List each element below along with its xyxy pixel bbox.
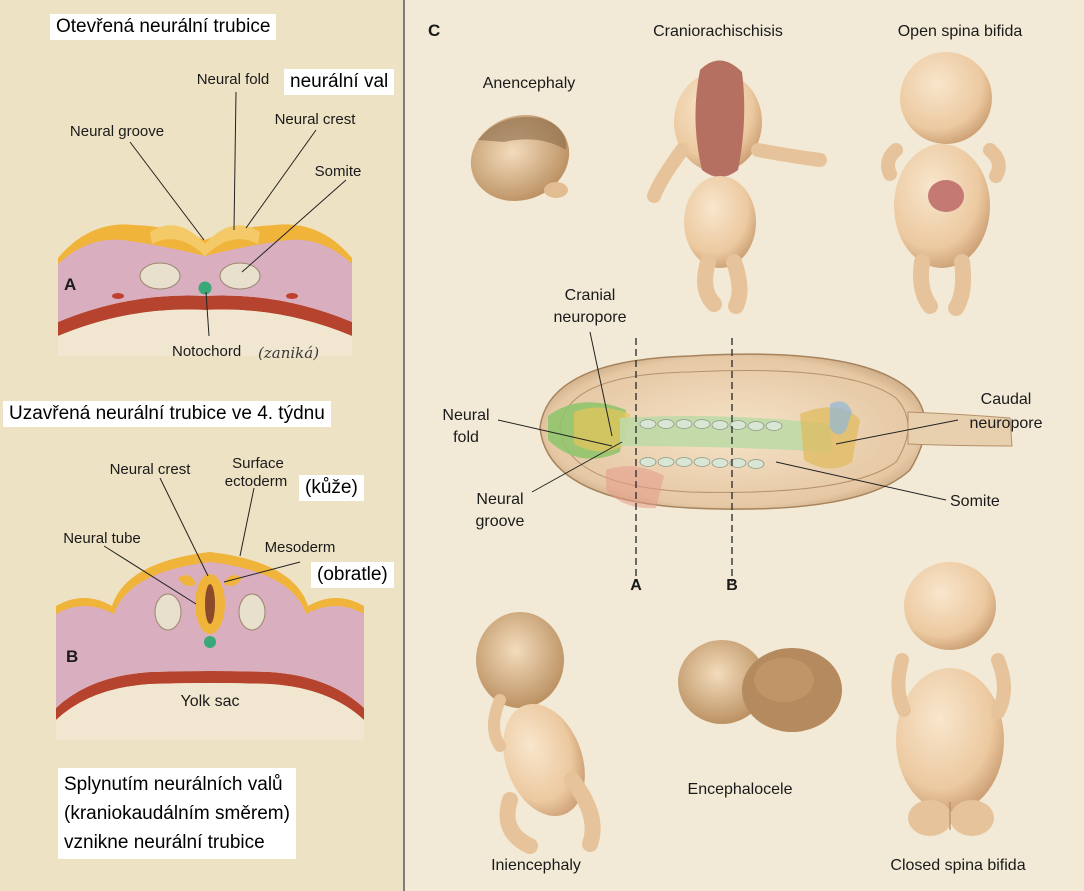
label-cranial: Cranial [565,287,616,304]
somite-right-b [239,594,265,630]
label-surface-b: Surface [232,455,284,472]
label-somite-a: Somite [315,163,362,180]
fusion-note-line-1: Splynutím neurálních valů [64,770,290,799]
panel-letter-c: C [428,21,440,40]
label-neural-c: Neural [442,407,489,424]
vessel-left-a [112,293,124,299]
closed-tube-title: Uzavřená neurální trubice ve 4. týdnu [3,401,331,427]
kuze-label: (kůže) [299,475,364,501]
label-open-spina-bifida: Open spina bifida [898,23,1023,40]
notochord-b [204,636,216,648]
label-closed-spina-bifida: Closed spina bifida [890,857,1025,874]
left-panel-background [0,0,404,891]
somite-left-a [140,263,180,289]
label-ectoderm-b: ectoderm [225,473,288,490]
label-somite-c: Somite [950,493,1000,510]
label-neural-tube-b: Neural tube [63,530,141,547]
fusion-note-line-2: (kraniokaudálním směrem) [64,799,290,828]
somite-left-b [155,594,181,630]
panel-letter-b: B [66,647,78,666]
label-craniorachischisis: Craniorachischisis [653,23,783,40]
label-mesoderm-b: Mesoderm [265,539,336,556]
label-neuropore-cranial: neuropore [554,309,627,326]
panel-letter-a: A [64,275,76,294]
neural-tube-lumen-b [205,584,215,624]
label-caudal: Caudal [981,391,1032,408]
spina-bifida-lesion [928,180,964,212]
label-neural-crest-b: Neural crest [110,461,192,478]
label-neural-groove-a: Neural groove [70,123,164,140]
label-neural-crest-a: Neural crest [275,111,357,128]
label-neural-fold-a: Neural fold [197,71,270,88]
neural-val-label: neurální val [284,69,394,95]
fusion-note: Splynutím neurálních valů (kraniokaudáln… [58,768,296,859]
section-letter-a: A [630,577,642,594]
label-encephalocele: Encephalocele [688,781,793,798]
fusion-note-line-3: vznikne neurální trubice [64,828,290,857]
label-neuropore-caudal: neuropore [970,415,1043,432]
vessel-right-a [286,293,298,299]
label-neural-groove-c-2: groove [476,513,525,530]
notochord-a [199,282,212,295]
obratle-label: (obratle) [311,562,394,588]
section-letter-b: B [726,577,738,594]
open-tube-title: Otevřená neurální trubice [50,14,276,40]
label-neural-groove-c-1: Neural [476,491,523,508]
label-yolk-sac-b: Yolk sac [181,693,240,710]
label-iniencephaly: Iniencephaly [491,857,581,874]
label-anencephaly: Anencephaly [483,75,576,92]
somite-right-a [220,263,260,289]
label-fold-c: fold [453,429,479,446]
label-notochord-a: Notochord [172,343,241,360]
handwritten-note-a: (zaniká) [258,344,319,362]
